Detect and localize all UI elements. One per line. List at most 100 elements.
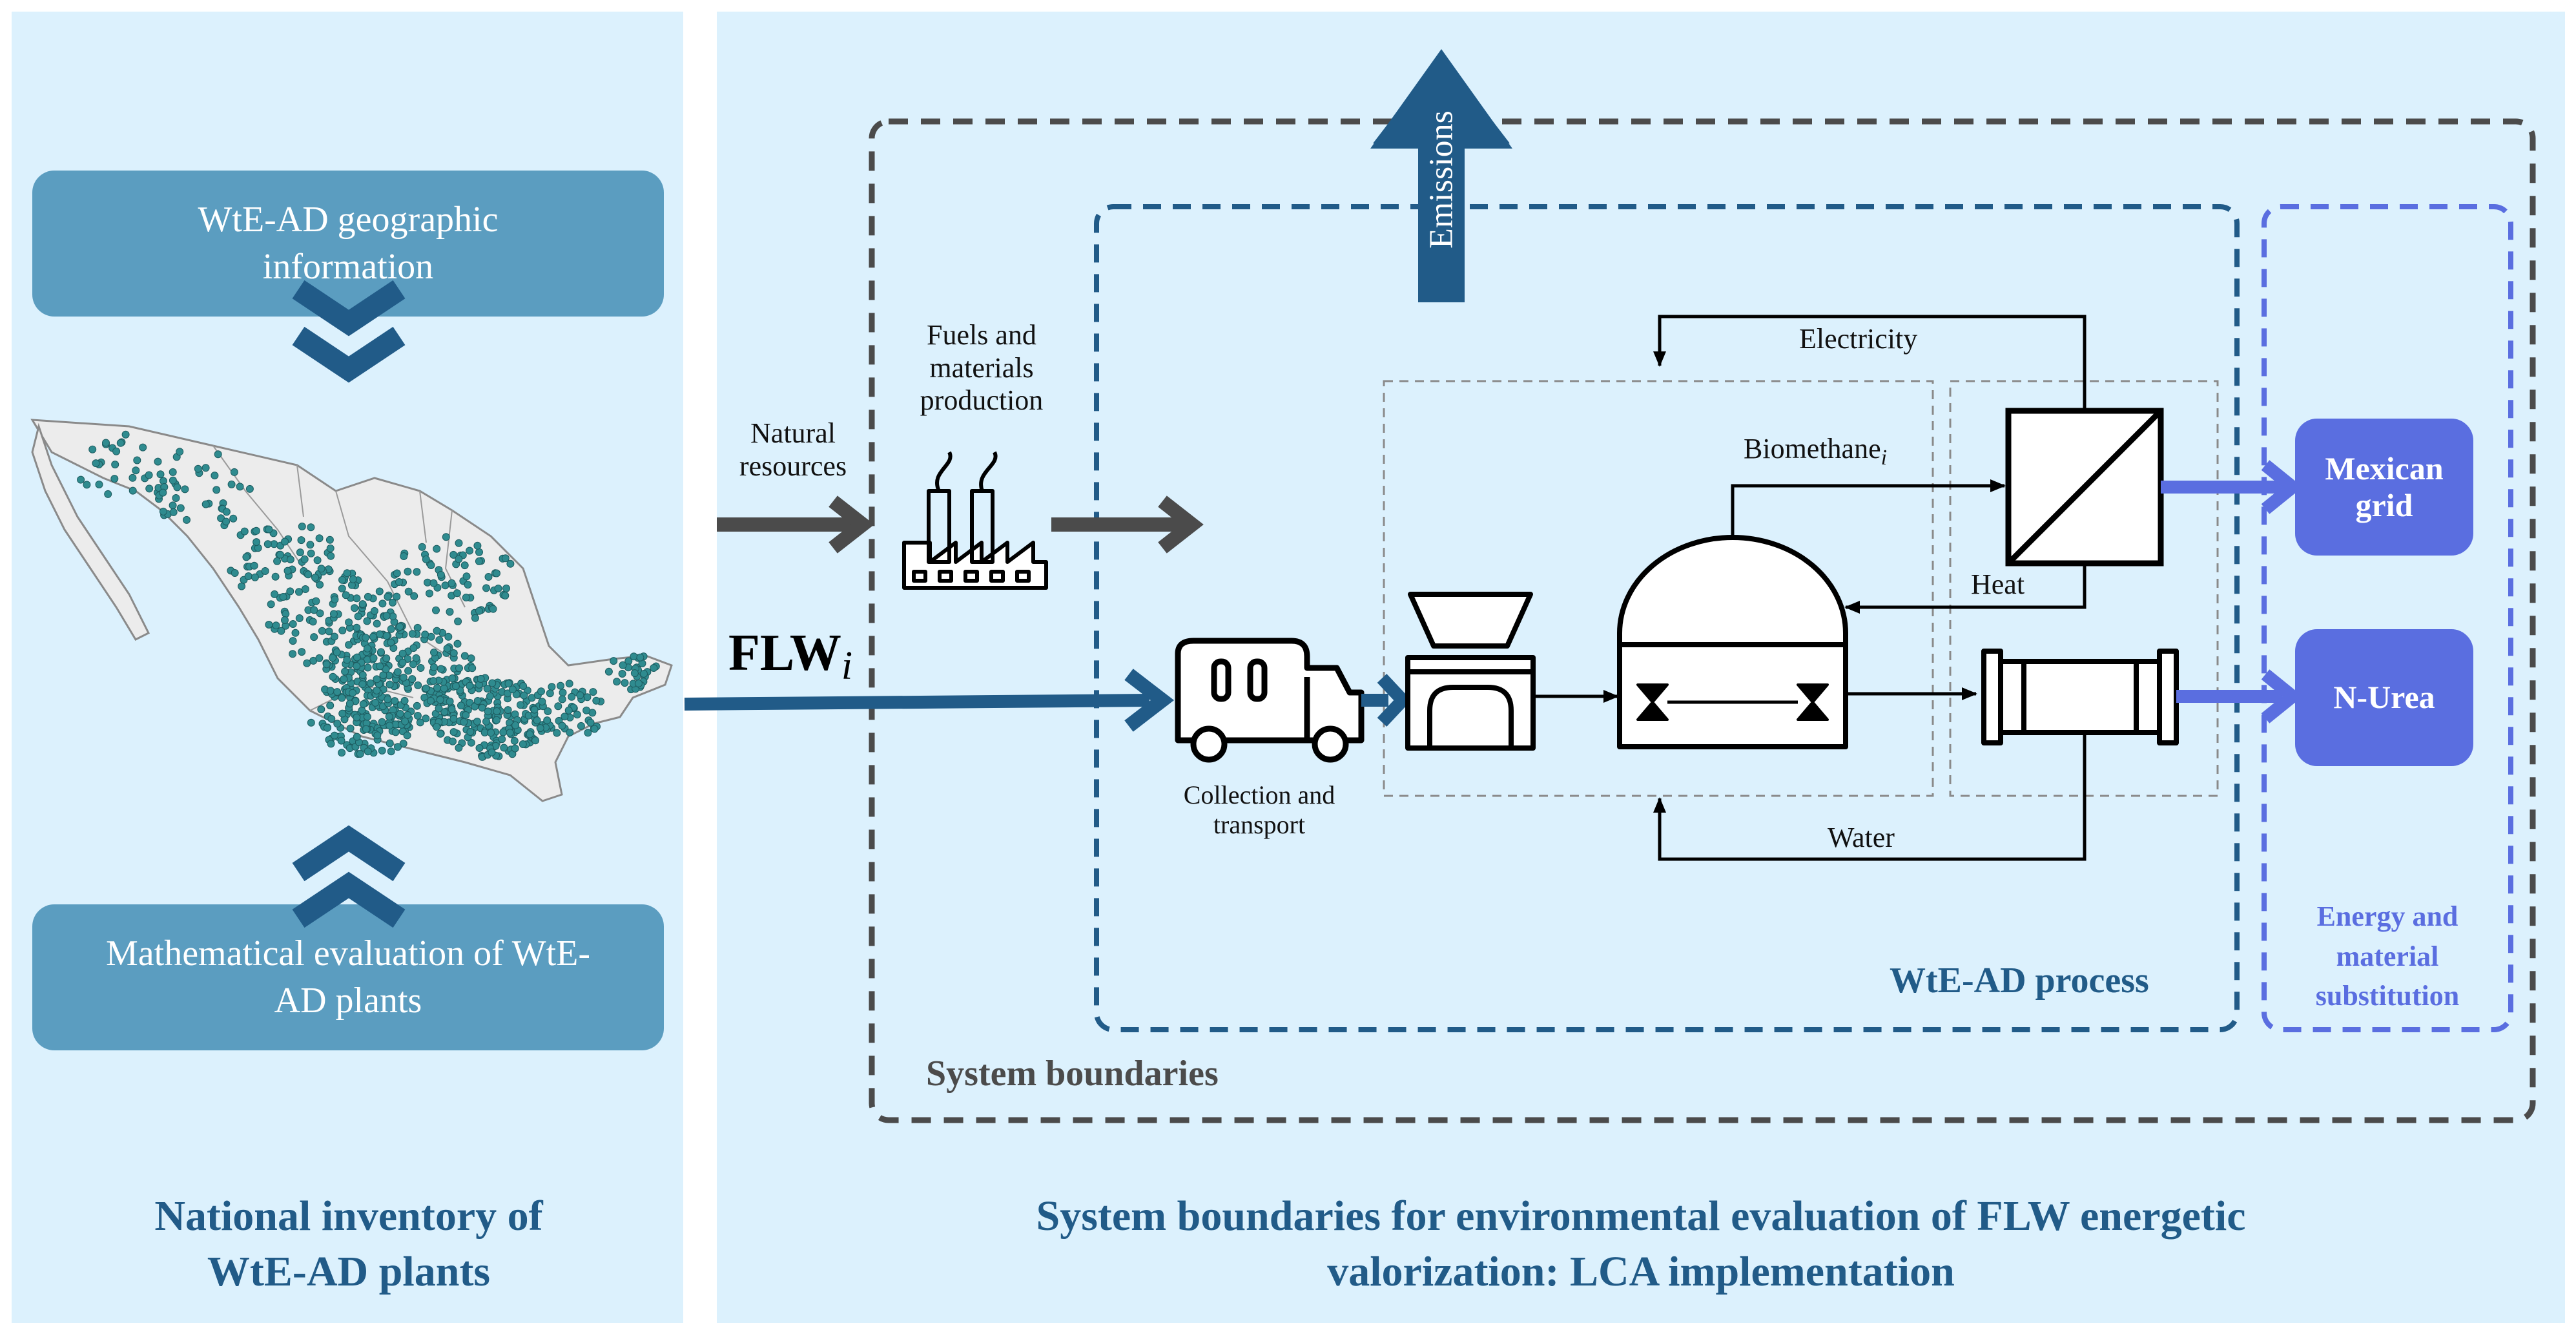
plant-point xyxy=(429,579,438,587)
plant-point xyxy=(564,706,573,714)
plant-point xyxy=(251,573,259,581)
plant-point xyxy=(488,679,497,687)
plant-point xyxy=(169,501,177,510)
plant-point xyxy=(433,683,441,692)
plant-point xyxy=(252,526,260,535)
plant-point xyxy=(338,694,346,702)
plant-point xyxy=(386,722,394,730)
plant-point xyxy=(201,500,210,508)
plant-point xyxy=(353,733,361,741)
plant-point xyxy=(462,711,470,719)
plant-point xyxy=(440,708,449,716)
plant-points xyxy=(77,430,660,761)
plant-point xyxy=(584,729,592,737)
plant-point xyxy=(362,634,370,642)
plant-point xyxy=(559,689,567,697)
plant-point xyxy=(231,569,239,577)
plant-point xyxy=(236,483,244,491)
plant-point xyxy=(342,591,350,599)
plant-point xyxy=(338,749,346,757)
plant-point xyxy=(353,623,361,632)
plant-point xyxy=(557,682,564,690)
plant-point xyxy=(112,447,121,455)
plant-point xyxy=(533,716,541,725)
plant-point xyxy=(448,705,456,713)
plant-point xyxy=(502,584,510,592)
plant-point xyxy=(211,472,219,480)
plant-point xyxy=(132,466,140,475)
plant-point xyxy=(471,614,479,622)
plant-point xyxy=(410,592,418,600)
plant-point xyxy=(393,668,402,676)
heat-line xyxy=(1844,563,2087,614)
natural-resources-arrow xyxy=(717,495,874,554)
plant-point xyxy=(327,714,336,723)
plant-point xyxy=(279,593,287,601)
plant-point xyxy=(333,688,342,696)
plant-point xyxy=(433,545,441,553)
plant-point xyxy=(154,457,162,466)
plant-point xyxy=(326,687,335,695)
plant-point xyxy=(312,597,320,605)
plant-point xyxy=(133,456,141,464)
plant-point xyxy=(376,630,384,638)
plant-point xyxy=(640,670,648,678)
plant-point xyxy=(576,691,584,700)
electricity-label: Electricity xyxy=(1799,323,1918,355)
plant-point xyxy=(511,721,520,729)
plant-point xyxy=(636,653,644,661)
n-urea-box: N-Urea xyxy=(2295,629,2473,766)
emissions-label: Emissions xyxy=(1423,110,1460,249)
plant-point xyxy=(384,592,392,601)
plant-point xyxy=(323,723,331,732)
plant-point xyxy=(536,724,544,733)
plant-point xyxy=(618,670,626,678)
plant-point xyxy=(346,724,355,733)
plant-point xyxy=(398,658,407,667)
plant-point xyxy=(343,656,351,664)
system-boundaries-label: System boundaries xyxy=(926,1054,1219,1094)
plant-point xyxy=(77,475,85,484)
plant-point xyxy=(345,618,353,627)
plant-point xyxy=(310,633,318,641)
natural-resources-label: Natural resources xyxy=(739,417,847,482)
plant-point xyxy=(500,744,508,752)
plant-point xyxy=(277,627,285,635)
plant-point xyxy=(403,731,411,740)
plant-point xyxy=(487,729,495,737)
plant-point xyxy=(501,554,510,563)
plant-point xyxy=(111,461,119,469)
plant-point xyxy=(358,600,367,609)
plant-point xyxy=(422,555,430,563)
plant-point xyxy=(371,698,380,707)
plant-point xyxy=(466,682,474,690)
plant-point xyxy=(169,476,177,484)
plant-point xyxy=(433,627,441,635)
mexican-grid-box: Mexican grid xyxy=(2295,419,2473,556)
plant-point xyxy=(566,728,574,736)
mexico-map xyxy=(30,419,673,802)
flw-label: FLWi xyxy=(728,625,853,688)
plant-point xyxy=(317,705,325,714)
plant-point xyxy=(338,585,346,593)
national-inventory-title: National inventory of WtE-AD plants xyxy=(154,1192,543,1295)
plant-point xyxy=(378,599,387,608)
plant-point xyxy=(477,674,485,683)
plant-point xyxy=(427,561,435,569)
plant-point xyxy=(325,627,333,636)
plant-point xyxy=(353,594,361,603)
plant-point xyxy=(389,598,397,607)
system-boundaries-title-line2: valorization: LCA implementation xyxy=(1327,1247,1955,1295)
plant-point xyxy=(464,581,472,589)
collection-transport-label: Collection and transport xyxy=(1183,780,1335,839)
plant-point xyxy=(244,572,252,580)
plant-point xyxy=(455,539,463,547)
plant-point xyxy=(327,552,335,560)
plant-point xyxy=(565,680,573,688)
plant-point xyxy=(139,443,147,452)
plant-point xyxy=(358,706,366,714)
plant-point xyxy=(378,747,386,754)
plant-point xyxy=(548,683,556,691)
plant-point xyxy=(181,485,189,494)
system-boundaries-frame xyxy=(869,118,2536,1123)
